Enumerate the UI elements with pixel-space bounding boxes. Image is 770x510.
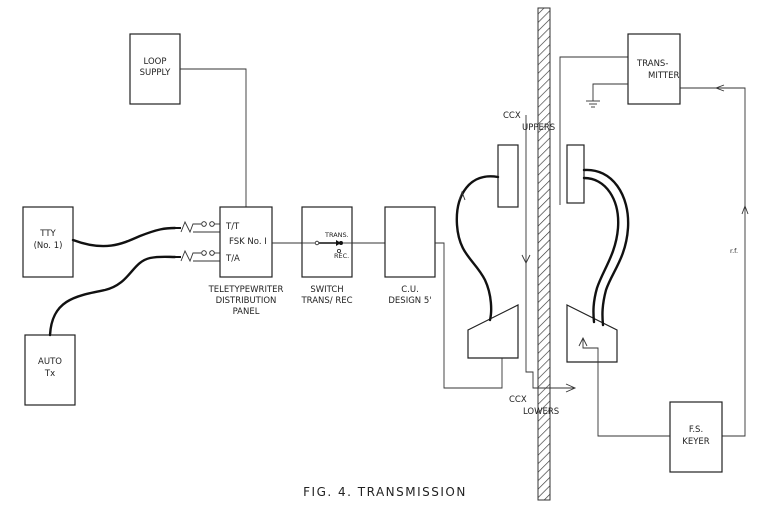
tty-label-1: TTY <box>39 229 56 239</box>
rf-label: r.f. <box>730 247 738 255</box>
auto-tx-box: AUTO Tx <box>24 334 76 406</box>
fsk-label: FSK No. I <box>229 237 267 247</box>
keyer-up-arrow <box>578 336 588 347</box>
down-arrow <box>521 254 531 265</box>
switch-caption-2: TRANS/ REC <box>300 296 352 306</box>
tt-label: T/T <box>225 222 240 232</box>
coupler-to-transmitter-line <box>559 56 628 205</box>
tt-jack <box>175 220 221 234</box>
fs-keyer-label-2: KEYER <box>682 437 710 447</box>
hatched-wall <box>537 7 551 501</box>
left-lower-wedge <box>467 304 519 359</box>
loop-supply-label-1: LOOP <box>144 57 167 67</box>
ccx-uppers-label-2: UPPERS <box>522 123 555 133</box>
auto-tx-label-2: Tx <box>44 369 55 379</box>
switch-box: TRANS. REC. <box>301 206 353 278</box>
loop-supply-label-2: SUPPLY <box>140 68 171 78</box>
transmitter-label-1: TRANS- <box>636 59 668 69</box>
loop-supply-line <box>180 68 247 207</box>
switch-rec-label: REC. <box>334 252 349 260</box>
ta-jack <box>175 249 221 263</box>
ccx-lowers-label-2: LOWERS <box>523 407 559 417</box>
switch-trans-label: TRANS. <box>324 231 349 239</box>
cu-caption-1: C.U. <box>401 285 419 295</box>
distribution-caption-1: TELETYPEWRITER <box>208 285 284 295</box>
left-coupler-cable <box>455 175 500 322</box>
tty-box: TTY (No. 1) <box>22 206 74 278</box>
ground-icon <box>586 83 628 108</box>
right-lower-wedge <box>566 304 618 363</box>
switch-caption-1: SWITCH <box>310 285 343 295</box>
transmitter-label-2: MITTER <box>648 71 679 81</box>
tty-label-2: (No. 1) <box>34 241 63 251</box>
uppers-to-lowers-line <box>525 115 575 389</box>
right-upper-plate <box>566 144 585 204</box>
loop-supply-box: LOOP SUPPLY <box>129 33 181 105</box>
left-upper-plate <box>497 144 519 208</box>
keyer-to-coupler-line <box>582 338 670 437</box>
right-arrow <box>565 383 577 393</box>
left-cable-arrow <box>458 190 466 201</box>
rf-left-arrow <box>714 84 725 92</box>
figure-caption: FIG. 4. TRANSMISSION <box>303 485 467 499</box>
tty-cable <box>71 226 177 248</box>
fs-keyer-label-1: F.S. <box>689 425 703 435</box>
distribution-caption-2: DISTRIBUTION <box>216 296 277 306</box>
cu-to-lower-coupler-line <box>435 242 503 389</box>
ccx-uppers-label-1: CCX <box>503 111 521 121</box>
ccx-lowers-label-1: CCX <box>509 395 527 405</box>
keyer-to-transmitter-rf-line <box>680 87 746 437</box>
auto-tx-cable <box>48 255 177 337</box>
cu-caption-2: DESIGN 5' <box>388 296 431 306</box>
fs-keyer-box: F.S. KEYER <box>669 401 723 473</box>
rf-up-arrow <box>741 204 749 215</box>
auto-tx-label-1: AUTO <box>38 357 62 367</box>
ta-label: T/A <box>225 254 240 264</box>
transmitter-box: TRANS- MITTER <box>627 33 681 105</box>
distribution-caption-3: PANEL <box>233 307 260 317</box>
distribution-panel-box: T/T FSK No. I T/A <box>219 206 273 278</box>
right-coupler-cable-2 <box>582 176 620 324</box>
cu-box <box>384 206 436 278</box>
right-coupler-cable-1 <box>582 168 630 327</box>
